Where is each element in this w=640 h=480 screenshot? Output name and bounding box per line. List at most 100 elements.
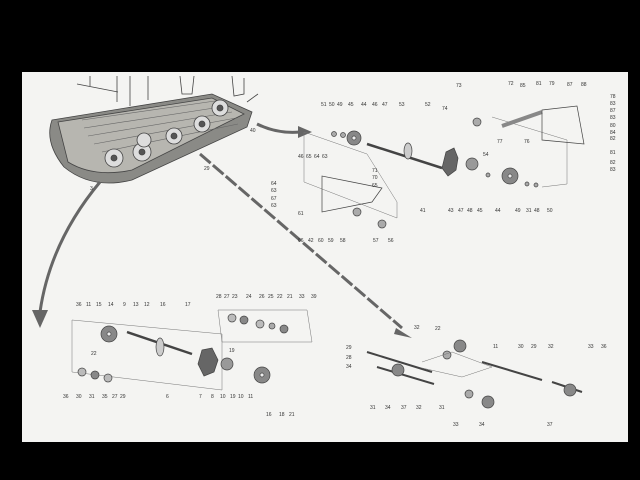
part-label: 34: [346, 364, 352, 370]
part-label: 51: [321, 102, 327, 108]
part-label: 88: [581, 82, 587, 88]
part-label: 50: [547, 208, 553, 214]
part-label: 22: [277, 294, 283, 300]
part-label: 13: [133, 302, 139, 308]
part-label: 57: [373, 238, 379, 244]
part-label: 80: [610, 123, 616, 129]
part-label: 49: [515, 208, 521, 214]
part-label: 22: [435, 326, 441, 332]
part-label: 72: [508, 81, 514, 87]
part-label: 81: [536, 81, 542, 87]
part-label: 48: [534, 208, 540, 214]
arrow-to-rear-drive: [256, 122, 301, 134]
part-label: 33: [588, 344, 594, 350]
part-label: 19: [229, 348, 235, 354]
part-label: 56: [388, 238, 394, 244]
part-label: 76: [524, 139, 530, 145]
part-label: 25: [268, 294, 274, 300]
part-label: 29: [204, 166, 210, 172]
part-label: 33: [453, 422, 459, 428]
part-label: 29: [120, 394, 126, 400]
part-label: 70: [372, 175, 378, 181]
part-label: 45: [348, 102, 354, 108]
part-label: 83: [610, 115, 616, 121]
part-label: 37: [547, 422, 553, 428]
part-label: 29: [346, 345, 352, 351]
part-label: 82: [610, 160, 616, 166]
part-label: 31: [89, 394, 95, 400]
arrow-heads: [32, 126, 412, 338]
part-label: 34: [385, 405, 391, 411]
part-label: 47: [382, 102, 388, 108]
part-label: 45: [477, 208, 483, 214]
part-label: 81: [610, 150, 616, 156]
part-label: 21: [287, 294, 293, 300]
part-label: 53: [399, 102, 405, 108]
part-label: 12: [144, 302, 150, 308]
part-label: 78: [610, 94, 616, 100]
part-label: 59: [328, 238, 334, 244]
rear-drive-parts: [303, 105, 585, 229]
part-label: 6: [166, 394, 169, 400]
part-label: 64: [271, 181, 277, 187]
part-label: 61: [298, 211, 304, 217]
part-label: 44: [495, 208, 501, 214]
part-label: 32: [414, 325, 420, 331]
part-label: 83: [610, 101, 616, 107]
part-label: 83: [610, 167, 616, 173]
part-label: 32: [548, 344, 554, 350]
part-label: 65: [306, 154, 312, 160]
part-label: 82: [610, 136, 616, 142]
part-label: 30: [76, 394, 82, 400]
part-label: 30: [518, 344, 524, 350]
part-label: 87: [567, 82, 573, 88]
part-label: 40: [250, 128, 256, 134]
part-label: 36: [601, 344, 607, 350]
part-label: 63: [271, 203, 277, 209]
part-label: 35: [102, 394, 108, 400]
part-label: 47: [458, 208, 464, 214]
part-label: 17: [185, 302, 191, 308]
part-label: 84: [610, 130, 616, 136]
part-label: 8: [211, 394, 214, 400]
part-label: 3: [90, 186, 93, 192]
part-label: 60: [318, 238, 324, 244]
idler-parts: [366, 339, 583, 409]
part-label: 31: [526, 208, 532, 214]
part-label: 33: [299, 294, 305, 300]
part-label: 44: [361, 102, 367, 108]
part-label: 19: [230, 394, 236, 400]
part-label: 15: [96, 302, 102, 308]
part-label: 67: [271, 196, 277, 202]
part-label: 42: [308, 238, 314, 244]
part-label: 65: [372, 183, 378, 189]
part-label: 31: [439, 405, 445, 411]
part-label: 11: [86, 302, 91, 308]
part-label: 66: [298, 238, 304, 244]
part-label: 36: [63, 394, 69, 400]
part-label: 29: [531, 344, 537, 350]
part-label: 58: [340, 238, 346, 244]
part-label: 23: [232, 294, 238, 300]
part-label: 77: [497, 139, 503, 145]
part-label: 34: [479, 422, 485, 428]
part-label: 32: [416, 405, 422, 411]
part-label: 27: [112, 394, 118, 400]
arrow-to-idler: [199, 152, 403, 330]
part-label: 22: [91, 351, 97, 357]
front-drive-parts: [71, 309, 313, 391]
part-label: 16: [266, 412, 272, 418]
part-label: 41: [420, 208, 426, 214]
track-assembly: [49, 75, 259, 184]
part-label: 28: [346, 355, 352, 361]
part-label: 36: [76, 302, 82, 308]
part-label: 74: [442, 106, 448, 112]
part-label: 85: [520, 83, 526, 89]
part-label: 54: [483, 152, 489, 158]
part-label: 26: [259, 294, 265, 300]
part-label: 46: [298, 154, 304, 160]
part-label: 43: [448, 208, 454, 214]
part-label: 28: [216, 294, 222, 300]
